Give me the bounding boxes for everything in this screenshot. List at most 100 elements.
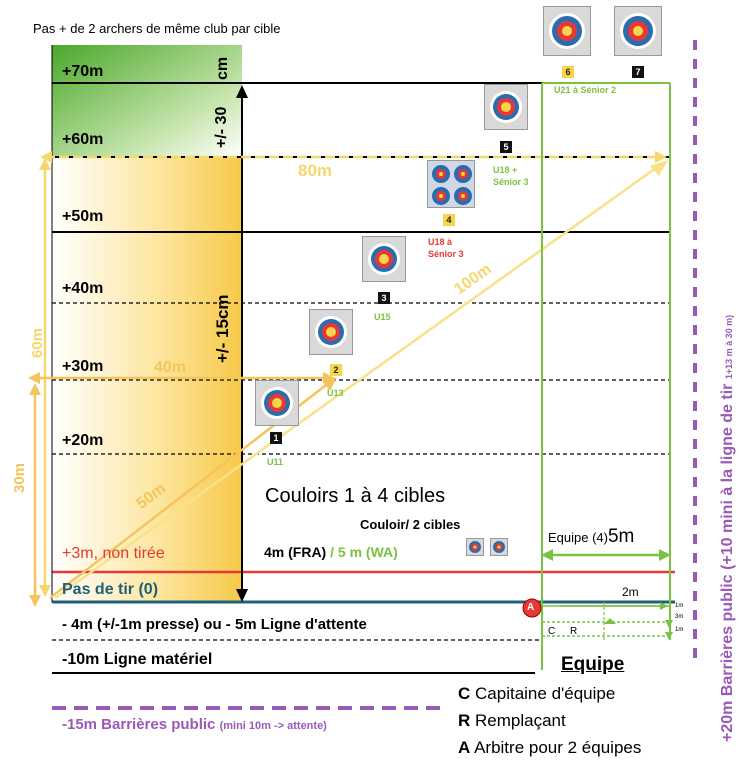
label-couloirs: Couloirs 1 à 4 cibles	[265, 485, 446, 507]
legend-a-text: Arbitre pour 2 équipes	[474, 738, 642, 757]
target-face-icon	[261, 387, 293, 419]
small-arrow-3	[665, 632, 673, 640]
legend-c-text: Capitaine d'équipe	[475, 684, 616, 703]
legend-r: R Remplaçant	[458, 712, 566, 729]
target-7	[614, 6, 662, 56]
arrow-30m-bottom	[29, 595, 41, 607]
equipe-4-text: Equipe (4)	[548, 530, 608, 545]
target-face-icon	[469, 541, 481, 553]
legend-r-text: Remplaçant	[475, 711, 566, 730]
label-1m-a: 1m	[675, 603, 684, 609]
rule-note: Pas + de 2 archers de même club par cibl…	[33, 21, 281, 36]
label-tolerance-30: +/- 30	[213, 106, 230, 148]
arbitre-badge	[522, 598, 542, 618]
arrow-5m-right	[659, 549, 671, 561]
label-70m: +70m	[62, 63, 104, 80]
target-5-cat-1: U18 +	[493, 165, 518, 175]
target-3-num: 3	[378, 292, 390, 304]
arrow-30m-top	[29, 383, 41, 395]
barrieres-right-main: +20m Barrières public (+10 mini à la lig…	[719, 383, 736, 742]
label-ligne-materiel: -10m Ligne matériel	[62, 651, 213, 668]
arrow-5m-left	[541, 549, 553, 561]
barrieres-right-note: 1+13 m à 30 m)	[724, 314, 734, 380]
tolerance-arrow-bottom	[236, 589, 248, 602]
target-1-cat: U11	[267, 457, 284, 467]
target-face-icon	[493, 541, 505, 553]
target-face-icon	[368, 243, 400, 275]
label-fra-wa: 4m (FRA) / 5 m (WA)	[264, 545, 398, 559]
target-face-icon	[490, 91, 522, 123]
label-60m-arrow: 60m	[29, 327, 46, 358]
target-6-num: 6	[562, 66, 574, 78]
arrow-40m-left	[28, 372, 40, 384]
target-2-cat: U13	[327, 388, 344, 398]
target-4-cat-2: Sénior 3	[428, 249, 464, 259]
equipe-5m: 5m	[607, 526, 635, 547]
target-face-icon	[549, 13, 585, 49]
barrieres-bottom-main: -15m Barrières public	[62, 716, 216, 733]
target-5	[484, 84, 528, 130]
label-2m: 2m	[622, 585, 639, 599]
small-arrow-1	[604, 618, 616, 624]
arrow-80m-left	[40, 151, 52, 163]
legend-c-key: C	[458, 684, 471, 703]
label-r-position: R	[570, 626, 578, 637]
label-ligne-attente: - 4m (+/-1m presse) ou - 5m Ligne d'atte…	[62, 616, 367, 633]
arrow-100m	[54, 163, 661, 600]
target-5-cat-2: Sénior 3	[493, 177, 529, 187]
tolerance-arrow-top	[236, 85, 248, 98]
target-6	[543, 6, 591, 56]
fra-label: 4m (FRA)	[264, 544, 327, 560]
green-zone	[52, 45, 242, 157]
barrieres-bottom-note: (mini 10m -> attente)	[219, 720, 327, 732]
arrow-60m-bottom	[39, 585, 51, 597]
label-80m: 80m	[298, 161, 333, 180]
target-1-num: 1	[270, 432, 282, 444]
target-face-icon	[315, 316, 347, 348]
target-6-7-cat: U21 à Sénior 2	[554, 85, 617, 95]
couloir2-target-b	[490, 538, 508, 556]
target-5-num: 5	[500, 141, 512, 153]
label-20m: +20m	[62, 432, 104, 449]
target-3-cat: U15	[374, 312, 391, 322]
target-3	[362, 236, 406, 282]
label-tolerance-30-unit: cm	[214, 56, 231, 80]
label-50m: +50m	[62, 208, 104, 225]
label-barrieres-bottom: -15m Barrières public (mini 10m -> atten…	[62, 717, 327, 732]
arrow-80m-right	[655, 151, 667, 163]
wa-label: / 5 m (WA)	[330, 544, 398, 560]
label-60m: +60m	[62, 131, 104, 148]
target-face-icon	[620, 13, 656, 49]
arrow-100m-head	[650, 160, 668, 176]
label-3m: 3m	[675, 614, 684, 620]
label-30m-arrow: 30m	[11, 462, 28, 493]
label-c-position: C	[548, 626, 556, 637]
target-4-num: 4	[443, 214, 455, 226]
legend-title: Equipe	[561, 654, 625, 675]
legend-a-key: A	[458, 738, 471, 757]
label-couloir-2: Couloir/ 2 cibles	[360, 517, 461, 532]
label-tolerance-15: +/- 15cm	[213, 294, 232, 363]
label-pas-de-tir: Pas de tir (0)	[62, 581, 159, 598]
label-40m-arrow: 40m	[154, 359, 187, 376]
label-equipe-4: Equipe (4)5m	[548, 527, 634, 546]
label-40m: +40m	[62, 280, 104, 297]
arrow-2m-head	[660, 602, 668, 610]
legend-a: A Arbitre pour 2 équipes	[458, 739, 641, 756]
label-30m: +30m	[62, 358, 104, 375]
target-2-num: 2	[330, 364, 342, 376]
quad-target-icon	[432, 165, 472, 205]
label-1m-b: 1m	[675, 627, 684, 633]
label-barrieres-right: +20m Barrières public (+10 mini à la lig…	[719, 314, 736, 742]
small-arrow-2	[665, 620, 673, 628]
target-4-cat-1: U18 à	[428, 237, 453, 247]
legend-c: C Capitaine d'équipe	[458, 685, 615, 702]
target-4	[427, 160, 475, 208]
arrow-60m-top	[39, 158, 51, 170]
label-non-tiree: +3m, non tirée	[62, 545, 165, 562]
couloir2-target-a	[466, 538, 484, 556]
target-1	[255, 380, 299, 426]
target-7-num: 7	[632, 66, 644, 78]
